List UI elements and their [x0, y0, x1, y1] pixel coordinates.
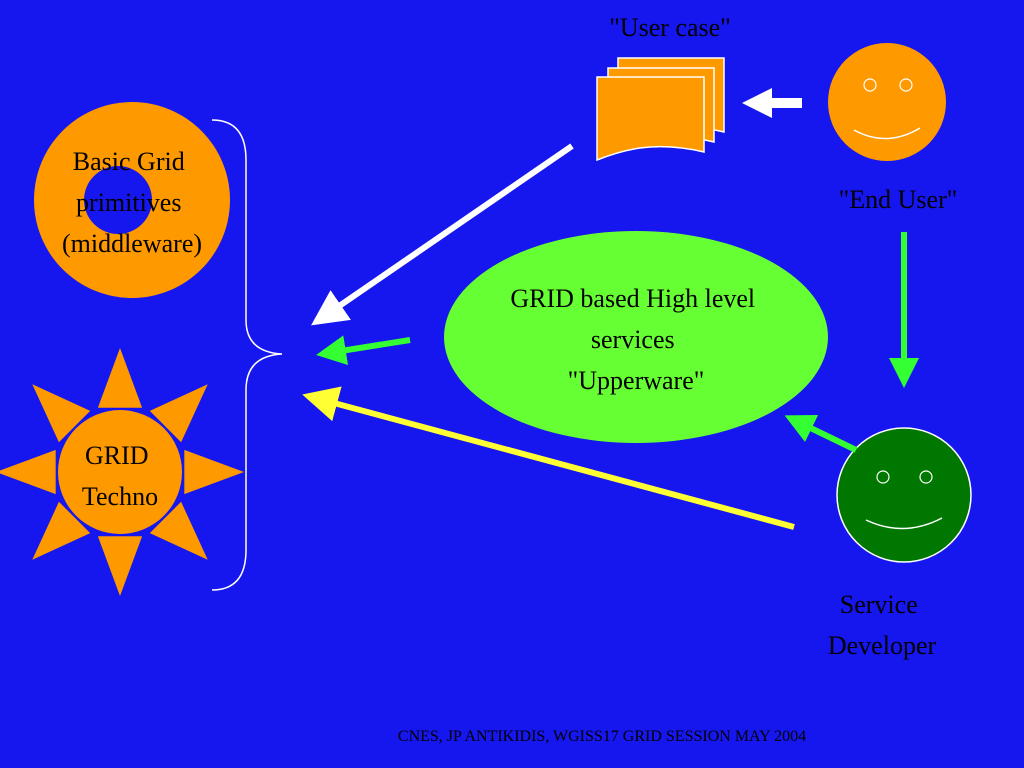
- developer-to-brace-arrow: [302, 386, 795, 530]
- sun-ray: [97, 536, 143, 596]
- grid-techno-label: GRID Techno: [82, 441, 158, 511]
- sun-ray: [32, 384, 91, 443]
- basic-grid-label: Basic Grid primitives (middleware): [62, 147, 202, 258]
- sun-ray: [0, 449, 56, 495]
- upperware-label-line-2: services: [591, 325, 675, 354]
- service-developer-label-line-2: Developer: [828, 631, 937, 660]
- end-user-label: "End User": [839, 185, 958, 214]
- service-developer-label: Service Developer: [828, 590, 937, 660]
- sun-ray: [149, 384, 208, 443]
- user-case-document-stack-icon: [596, 57, 725, 162]
- grid-techno-label-line-2: Techno: [82, 482, 158, 511]
- upperware-label-line-3: "Upperware": [568, 366, 705, 395]
- sun-ray: [97, 348, 143, 408]
- sun-ray: [32, 501, 91, 560]
- upperware-to-brace-arrow: [316, 335, 411, 366]
- sun-ray: [149, 501, 208, 560]
- service-developer-smiley-face-icon: [836, 427, 972, 563]
- curly-brace: [211, 119, 283, 591]
- user-case-label: "User case": [609, 13, 731, 42]
- sun-ray: [184, 449, 244, 495]
- developer-to-upperware-arrow: [784, 414, 858, 453]
- upperware-ellipse: [444, 231, 828, 443]
- basic-grid-label-line-1: Basic Grid: [73, 147, 185, 176]
- service-developer-label-line-1: Service: [840, 590, 918, 619]
- upperware-label-line-1: GRID based High level: [510, 284, 755, 313]
- basic-grid-label-line-3: (middleware): [62, 229, 202, 258]
- grid-techno-sun-icon: [0, 348, 244, 596]
- upperware-label: GRID based High level services "Upperwar…: [510, 284, 761, 395]
- grid-techno-label-line-1: GRID: [85, 441, 149, 470]
- basic-grid-ring-icon: [34, 102, 230, 298]
- basic-grid-label-line-2: primitives: [76, 188, 181, 217]
- user-case-to-brace-arrow: [311, 143, 574, 326]
- footer-text: CNES, JP ANTIKIDIS, WGISS17 GRID SESSION…: [398, 728, 806, 745]
- end-user-smiley-face-icon: [828, 43, 946, 161]
- end-user-to-user-case-arrow: [742, 88, 802, 118]
